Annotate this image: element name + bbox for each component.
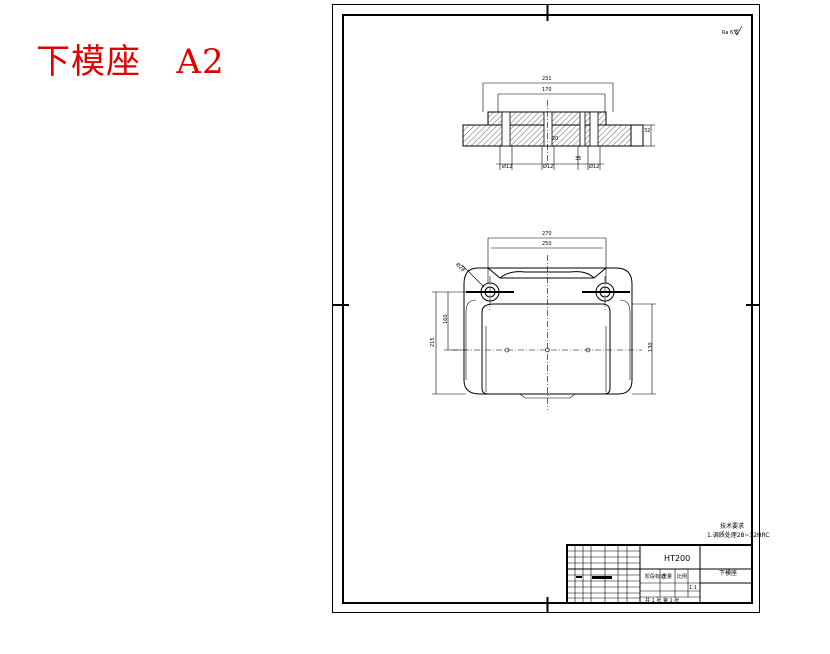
svg-text:HT200: HT200 [664, 554, 690, 563]
svg-text:270: 270 [542, 231, 552, 237]
svg-text:1.调质处理28~32HRC: 1.调质处理28~32HRC [707, 531, 770, 539]
svg-text:比例: 比例 [677, 573, 687, 580]
svg-text:Ra 6.3: Ra 6.3 [722, 30, 738, 36]
svg-text:32: 32 [644, 128, 650, 134]
centering-marks [332, 4, 760, 613]
page-heading: 下模座 A2 [36, 42, 225, 82]
svg-text:Ø12: Ø12 [543, 163, 553, 170]
svg-text:35: 35 [575, 156, 581, 162]
svg-text:250: 250 [542, 241, 552, 247]
svg-text:Ø12: Ø12 [502, 163, 512, 170]
svg-text:阶段标记: 阶段标记 [645, 573, 665, 580]
svg-text:160: 160 [443, 314, 449, 324]
title-block: HT200 下模座 阶段标记 重量 比例 1:1 共 1 张 第 1 张 [566, 544, 753, 604]
svg-text:重量: 重量 [662, 573, 672, 580]
svg-text:1:1: 1:1 [689, 585, 697, 591]
svg-text:170: 170 [542, 87, 552, 93]
roughness-symbol: Ra 6.3 [722, 25, 743, 36]
svg-text:215: 215 [430, 337, 436, 347]
svg-text:Ø12: Ø12 [589, 163, 599, 170]
svg-text:Ø28: Ø28 [454, 261, 466, 273]
svg-text:共 1 张 第 1 张: 共 1 张 第 1 张 [645, 597, 679, 604]
svg-text:下模座: 下模座 [719, 569, 737, 577]
outer-frame [332, 4, 760, 613]
section-view: 231 170 Ø12 Ø12 Ø12 35 32 20 [462, 76, 655, 170]
plan-view: 270 250 Ø28 160 215 130 [430, 231, 656, 410]
svg-text:技术要求: 技术要求 [720, 522, 744, 530]
svg-text:20: 20 [552, 136, 558, 142]
svg-text:130: 130 [648, 342, 654, 352]
tech-notes: 技术要求 1.调质处理28~32HRC [707, 522, 770, 539]
svg-text:231: 231 [542, 76, 552, 82]
